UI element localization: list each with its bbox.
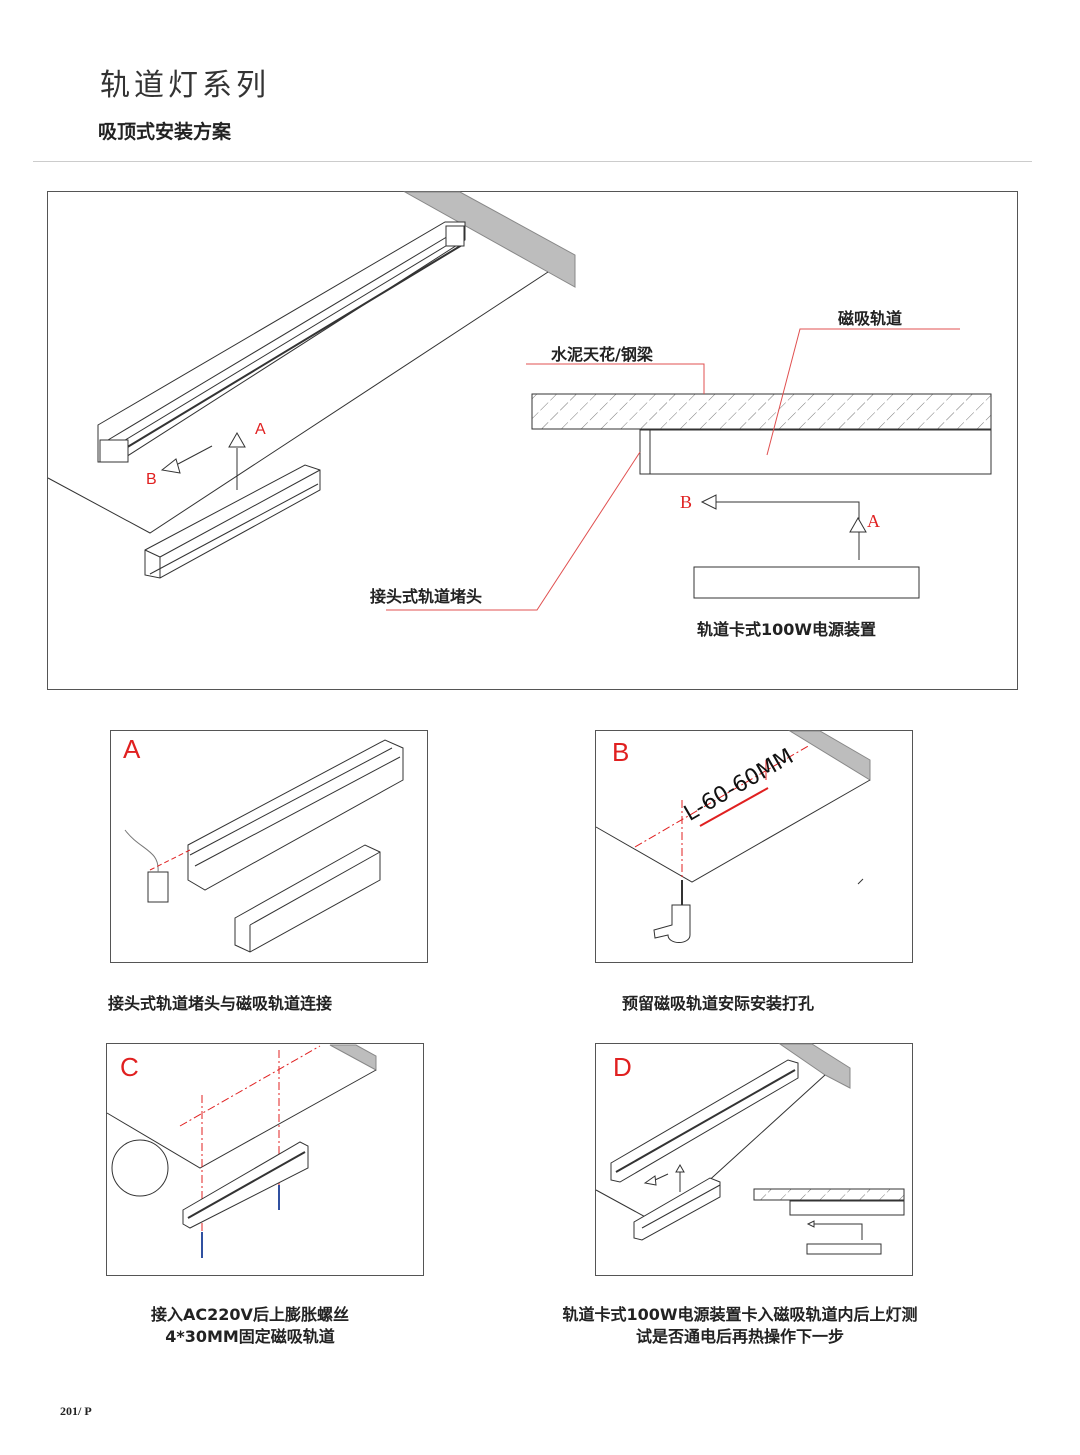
step-d-caption-line-2: 试是否通电后再热操作下一步 <box>635 1327 844 1346</box>
step-b-caption: 预留磁吸轨道安际安装打孔 <box>622 994 815 1013</box>
panel-d-drawing <box>595 1043 905 1255</box>
magnetic-track-label: 磁吸轨道 <box>838 309 903 328</box>
panel-c-letter: C <box>120 1052 139 1082</box>
panel-d-frame <box>595 1043 913 1276</box>
series-title: 轨道灯系列 <box>100 68 270 103</box>
panel-d-letter: D <box>613 1052 632 1082</box>
track-section <box>639 429 992 475</box>
ceiling-perspective <box>47 191 576 534</box>
power-unit-label: 轨道卡式100W电源装置 <box>697 620 877 639</box>
power-unit-perspective <box>144 464 321 579</box>
panel-b-drawing <box>595 730 871 943</box>
section-arrow-b-label: B <box>680 492 693 512</box>
step-c-caption-line-2: 4*30MM固定磁吸轨道 <box>165 1327 335 1346</box>
step-c-caption: 接入AC220V后上膨胀螺丝 4*30MM固定磁吸轨道 <box>100 1304 400 1348</box>
panel-b-frame <box>595 730 913 963</box>
panel-c-drawing <box>106 1044 377 1258</box>
page-number: 201/ P <box>60 1404 92 1418</box>
step-d-caption-line-1: 轨道卡式100W电源装置卡入磁吸轨道内后上灯测 <box>562 1305 918 1324</box>
ceiling-label: 水泥天花/钢梁 <box>551 345 653 364</box>
step-c-caption-line-1: 接入AC220V后上膨胀螺丝 <box>151 1305 349 1324</box>
arrow-a-label: A <box>255 421 266 438</box>
panel-a-drawing <box>124 739 404 953</box>
header-divider <box>33 161 1032 162</box>
power-unit-section <box>693 566 920 599</box>
main-diagram-frame <box>47 191 1018 690</box>
end-cap-label: 接头式轨道堵头 <box>370 587 483 606</box>
panel-b-letter: B <box>612 737 630 767</box>
magnetic-track-perspective <box>97 221 466 463</box>
section-title: 吸顶式安装方案 <box>98 121 232 143</box>
step-a-caption: 接头式轨道堵头与磁吸轨道连接 <box>108 994 333 1013</box>
arrow-b-label: B <box>146 471 157 488</box>
panel-a-letter: A <box>123 734 141 764</box>
panel-c-frame <box>106 1043 424 1276</box>
panel-a-frame <box>110 730 428 963</box>
section-arrow-a-label: A <box>867 511 880 531</box>
ceiling-section <box>531 393 992 430</box>
step-d-caption: 轨道卡式100W电源装置卡入磁吸轨道内后上灯测 试是否通电后再热操作下一步 <box>540 1304 940 1348</box>
